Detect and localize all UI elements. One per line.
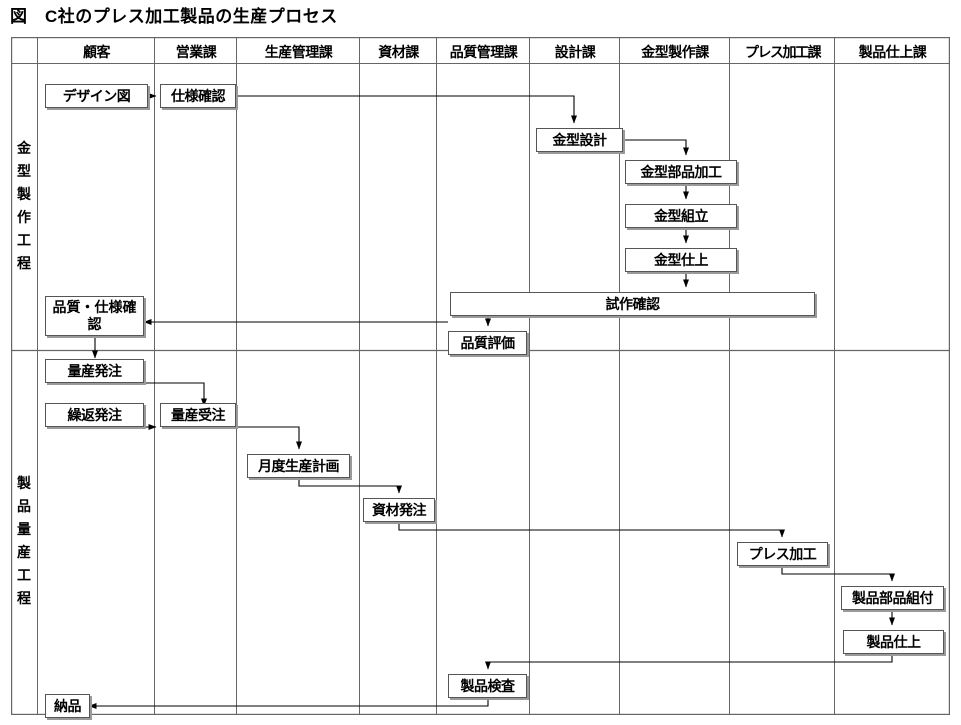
node-design-drawing[interactable]: デザイン図 <box>45 84 148 108</box>
row-label-char: 工 <box>17 567 31 583</box>
node-mass-production-receipt[interactable]: 量産受注 <box>160 403 236 427</box>
node-product-finishing-step[interactable]: 製品仕上 <box>843 630 944 654</box>
grid-frame <box>11 37 950 715</box>
column-header-quality-control: 品質管理課 <box>449 44 518 60</box>
grid-lines <box>11 37 950 715</box>
row-label-char: 量 <box>17 521 31 537</box>
row-label-layer: 金 型 製 作 工 程 製 品 量 産 工 程 <box>11 37 950 715</box>
row-label-char: 品 <box>17 498 31 514</box>
row-label-char: 製 <box>17 186 31 202</box>
node-trial-confirmation[interactable]: 試作確認 <box>450 292 815 316</box>
node-quality-evaluation[interactable]: 品質評価 <box>448 331 527 355</box>
node-mold-design[interactable]: 金型設計 <box>536 128 623 152</box>
column-header-product-finishing: 製品仕上課 <box>858 44 927 60</box>
node-repeat-order[interactable]: 繰返発注 <box>45 403 144 427</box>
node-mold-parts-machining[interactable]: 金型部品加工 <box>625 160 737 184</box>
node-layer: デザイン図 仕様確認 金型設計 金型部品加工 金型組立 金型仕上 試作確認 品質… <box>11 37 950 718</box>
row-label-char: 産 <box>17 544 31 560</box>
row-label-char: 金 <box>17 140 31 156</box>
column-header-customer: 顧客 <box>83 44 111 60</box>
row-label-mold-making-process: 金 型 製 作 工 程 <box>16 137 32 275</box>
swimlane-flowchart: 顧客 営業課 生産管理課 資材課 品質管理課 設計課 金型製作課 プレス加工課 … <box>11 37 950 718</box>
column-header-materials: 資材課 <box>378 44 419 60</box>
column-header-press-working: プレス加工課 <box>745 44 822 60</box>
column-header-sales: 営業課 <box>175 44 217 60</box>
row-label-char: 製 <box>17 475 31 491</box>
node-delivery[interactable]: 納品 <box>45 694 90 718</box>
node-material-order[interactable]: 資材発注 <box>363 498 435 522</box>
node-quality-spec-confirmation[interactable]: 品質・仕様確認 <box>45 296 144 336</box>
column-header-mold-manufacturing: 金型製作課 <box>641 44 709 60</box>
row-label-mass-production-process: 製 品 量 産 工 程 <box>16 472 32 610</box>
row-label-char: 程 <box>17 590 31 606</box>
column-header-production-control: 生産管理課 <box>264 44 333 60</box>
row-label-char: 程 <box>17 255 31 271</box>
diagram-canvas <box>11 37 950 715</box>
column-header-layer: 顧客 営業課 生産管理課 資材課 品質管理課 設計課 金型製作課 プレス加工課 … <box>11 37 950 715</box>
page-title: 図 C社のプレス加工製品の生産プロセス <box>10 7 338 26</box>
node-product-inspection[interactable]: 製品検査 <box>448 674 527 698</box>
node-monthly-production-plan[interactable]: 月度生産計画 <box>247 454 350 478</box>
row-label-char: 工 <box>17 232 31 248</box>
node-spec-confirmation[interactable]: 仕様確認 <box>160 84 236 108</box>
node-mold-finishing[interactable]: 金型仕上 <box>625 248 737 272</box>
node-press-working-step[interactable]: プレス加工 <box>737 542 828 566</box>
node-mass-production-order[interactable]: 量産発注 <box>45 359 144 383</box>
connector-lines <box>88 93 895 709</box>
row-label-char: 型 <box>17 163 31 179</box>
column-header-design: 設計課 <box>554 44 596 60</box>
node-mold-assembly[interactable]: 金型組立 <box>625 204 737 228</box>
row-label-char: 作 <box>17 209 31 225</box>
node-product-parts-assembly[interactable]: 製品部品組付 <box>841 586 944 610</box>
